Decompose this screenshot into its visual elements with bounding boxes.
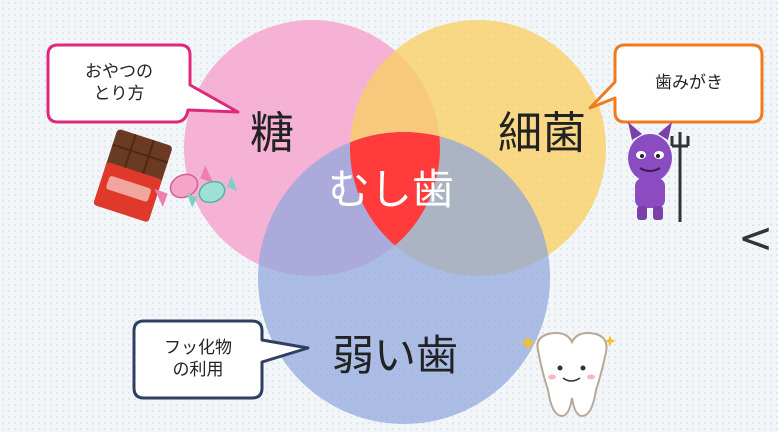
- chocolate-candy-illustration: [93, 129, 238, 222]
- callout-brushing-text: 歯みがき: [655, 73, 723, 93]
- label-center: むし歯: [328, 165, 454, 214]
- right-edge-symbol: <: [738, 213, 773, 262]
- callout-fluoride-text: フッ化物 の利用: [164, 338, 232, 380]
- tooth-illustration: [520, 332, 616, 418]
- label-bacteria: 細菌: [498, 108, 586, 159]
- bacteria-devil-illustration: [628, 122, 690, 222]
- callout-brushing: [588, 43, 764, 124]
- callout-snack: [46, 43, 240, 124]
- circle-weak-teeth: [258, 132, 550, 424]
- callout-fluoride: [132, 319, 310, 400]
- label-weak-teeth: 弱い歯: [332, 331, 458, 380]
- label-sugar: 糖: [250, 108, 294, 159]
- callout-snack-text: おやつの とり方: [85, 62, 153, 104]
